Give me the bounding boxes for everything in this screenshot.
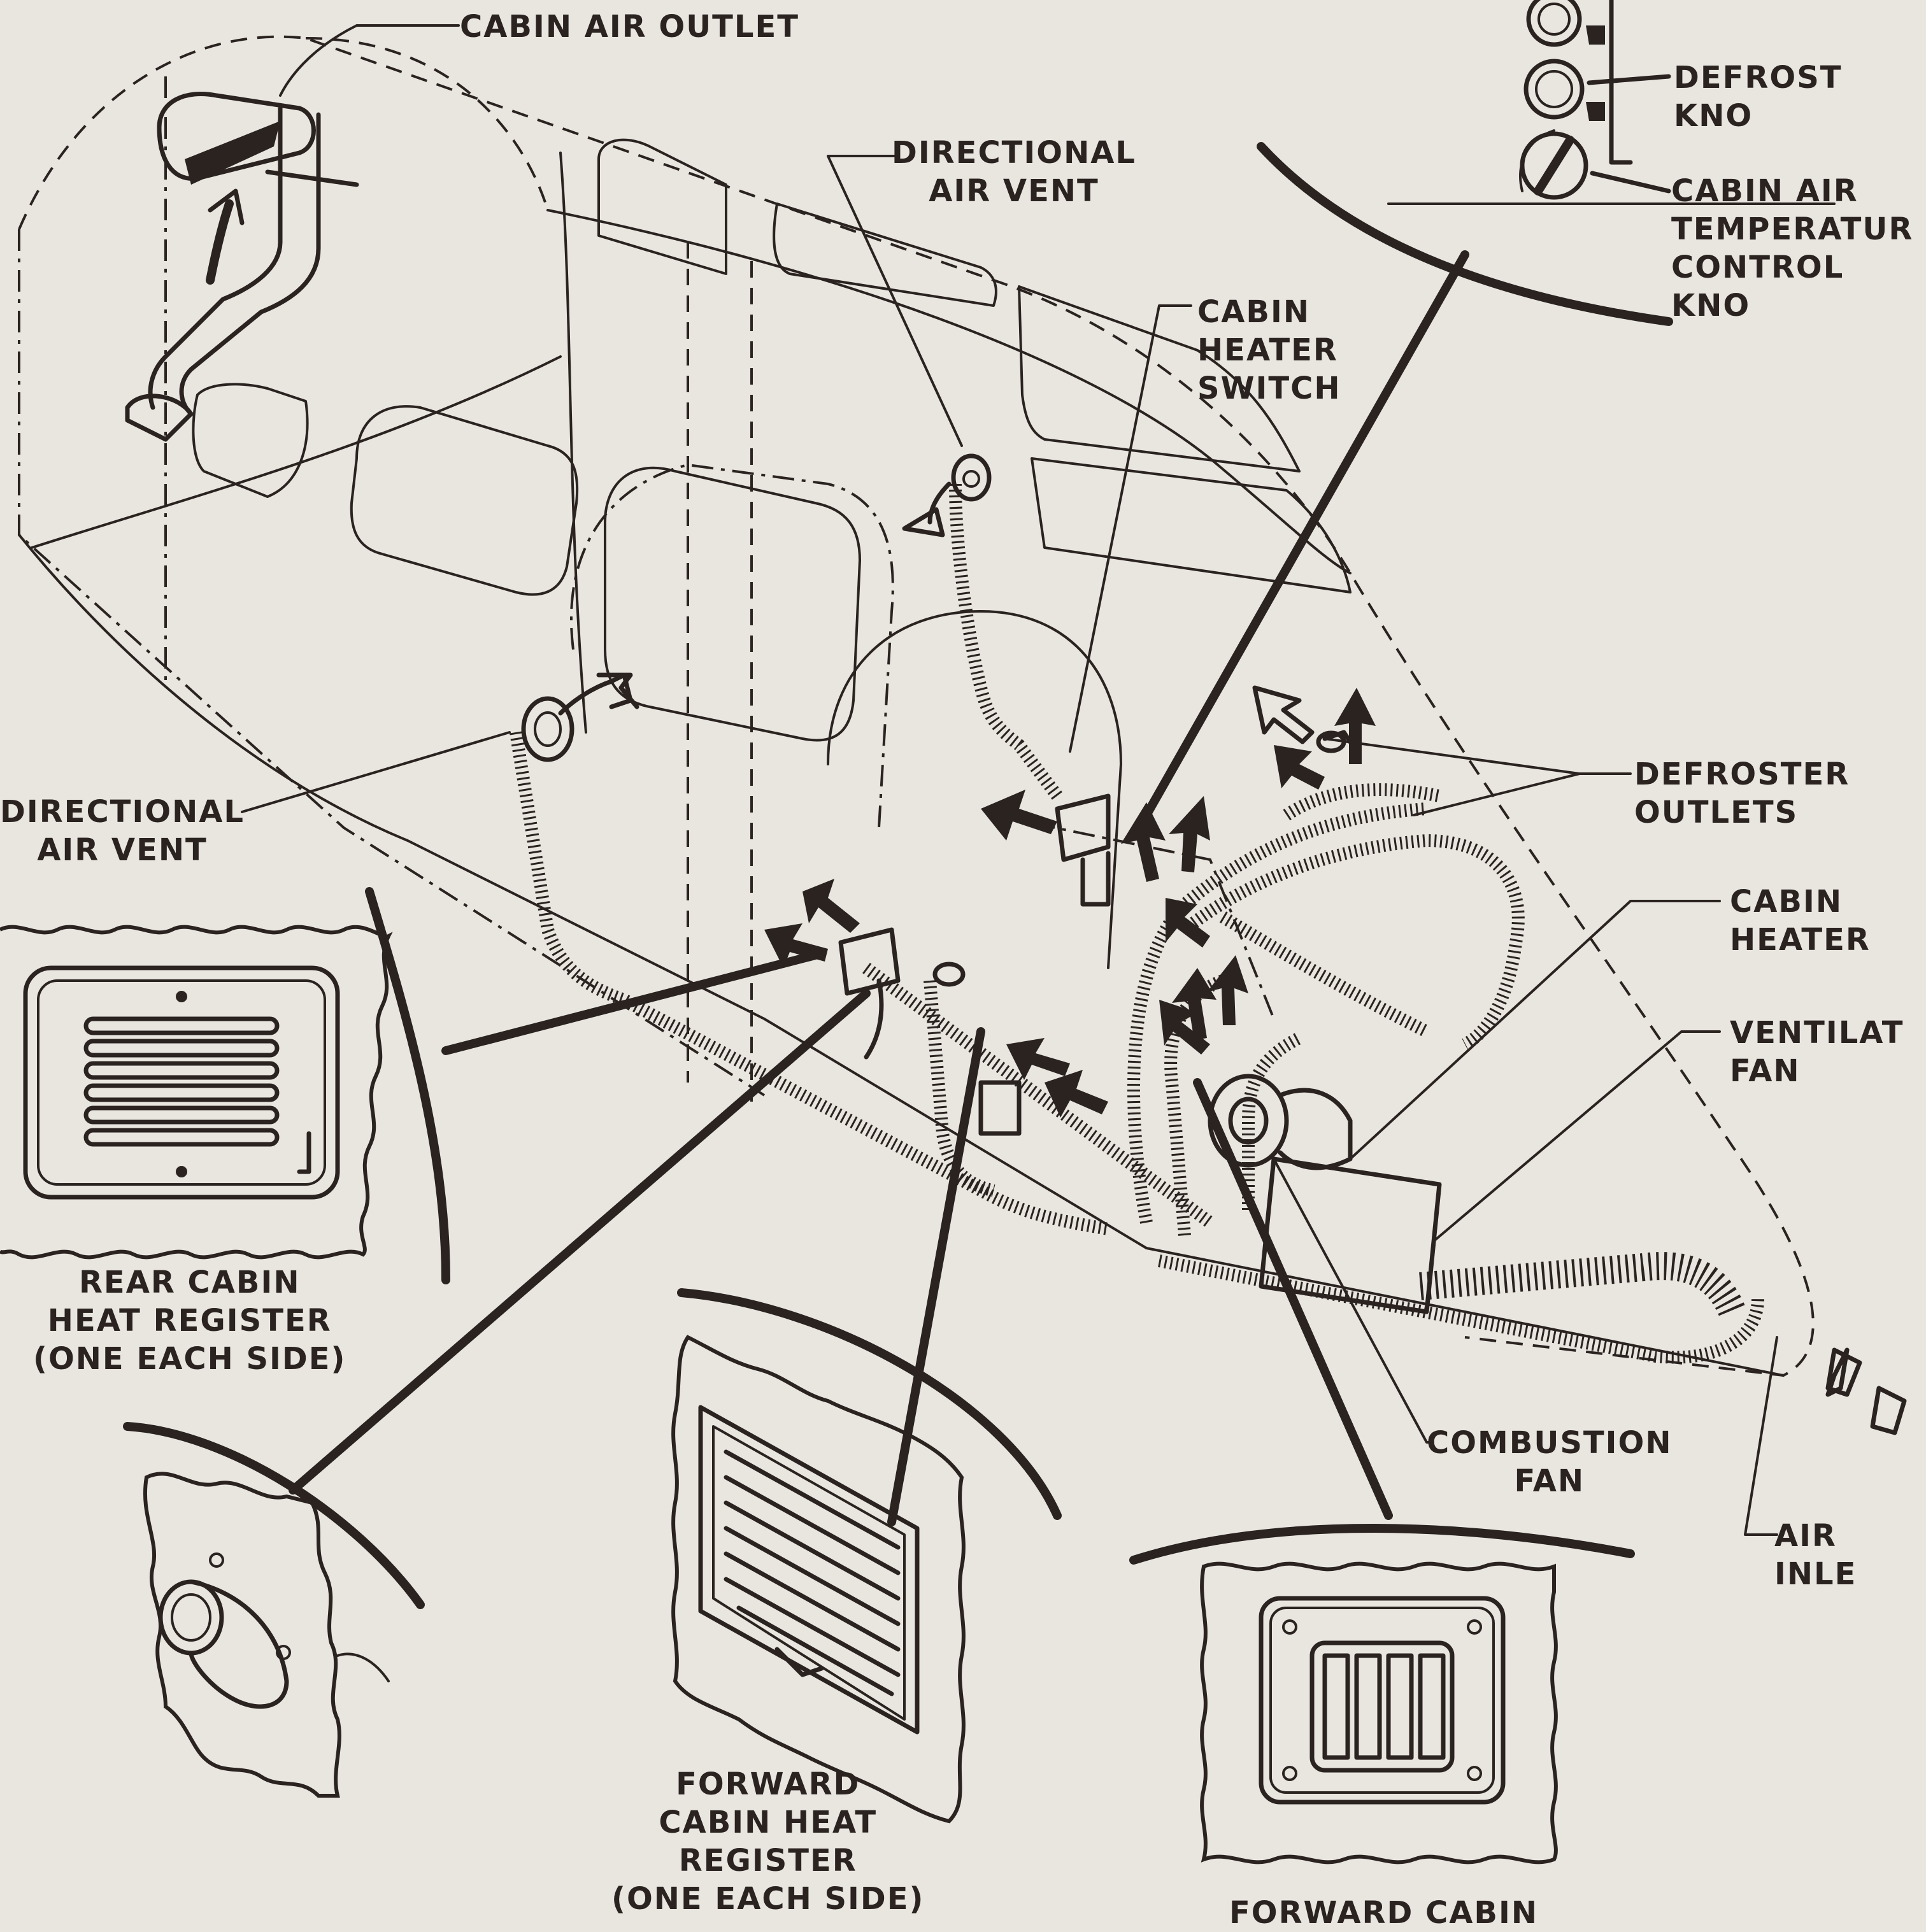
label-forward-cabin-heat-register: FORWARD CABIN HEAT REGISTER (ONE EACH SI… bbox=[611, 1766, 925, 1917]
directional-air-vent-fittings bbox=[521, 453, 992, 762]
inset-forward-cabin-heat-register bbox=[671, 1335, 966, 1824]
rear-cabin-air-outlet-assembly bbox=[125, 91, 359, 442]
airflow-arrows bbox=[596, 672, 1907, 1435]
inset-forward-cabin-direct-outlet bbox=[1200, 1561, 1558, 1865]
label-air-inlet: AIR INLE bbox=[1774, 1518, 1857, 1592]
label-directional-air-vent-upper: DIRECTIONAL AIR VENT bbox=[892, 135, 1136, 209]
forward-register-louvers bbox=[724, 1449, 901, 1696]
inset-directional-vent-fitting bbox=[143, 1472, 390, 1798]
rear-register-louvers bbox=[83, 1016, 280, 1147]
label-ventilating-fan: VENTILAT FAN bbox=[1730, 1015, 1904, 1089]
control-panel bbox=[1387, 0, 1836, 205]
label-cabin-heater: CABIN HEATER bbox=[1730, 884, 1871, 958]
leader-lines-thin bbox=[241, 24, 1778, 1536]
duct-system bbox=[510, 483, 1764, 1364]
label-rear-cabin-heat-register: REAR CABIN HEAT REGISTER (ONE EACH SIDE) bbox=[33, 1265, 346, 1377]
duct-outlets bbox=[838, 730, 1359, 1136]
label-forward-cabin-direct-outlet: FORWARD CABIN bbox=[1229, 1895, 1538, 1931]
inset-rear-cabin-heat-register bbox=[0, 925, 393, 1260]
label-cabin-air-outlet: CABIN AIR OUTLET bbox=[460, 9, 800, 45]
seat-outlines bbox=[569, 463, 1275, 1019]
label-combustion-fan: COMBUSTION FAN bbox=[1427, 1425, 1673, 1499]
cabin-windows bbox=[192, 138, 1352, 742]
label-cabin-heater-switch: CABIN HEATER SWITCH bbox=[1197, 294, 1341, 406]
direct-outlet-louvers bbox=[1322, 1653, 1446, 1760]
leader-lines-thick bbox=[123, 142, 1673, 1609]
label-directional-air-vent-left: DIRECTIONAL AIR VENT bbox=[0, 794, 245, 868]
label-defrost-knob: DEFROST KNO bbox=[1674, 60, 1843, 134]
fuselage-outline bbox=[18, 35, 1815, 1377]
label-cabin-air-temperature-control-knob: CABIN AIR TEMPERATUR CONTROL KNO bbox=[1671, 173, 1914, 323]
label-defroster-outlets: DEFROSTER OUTLETS bbox=[1634, 756, 1850, 830]
